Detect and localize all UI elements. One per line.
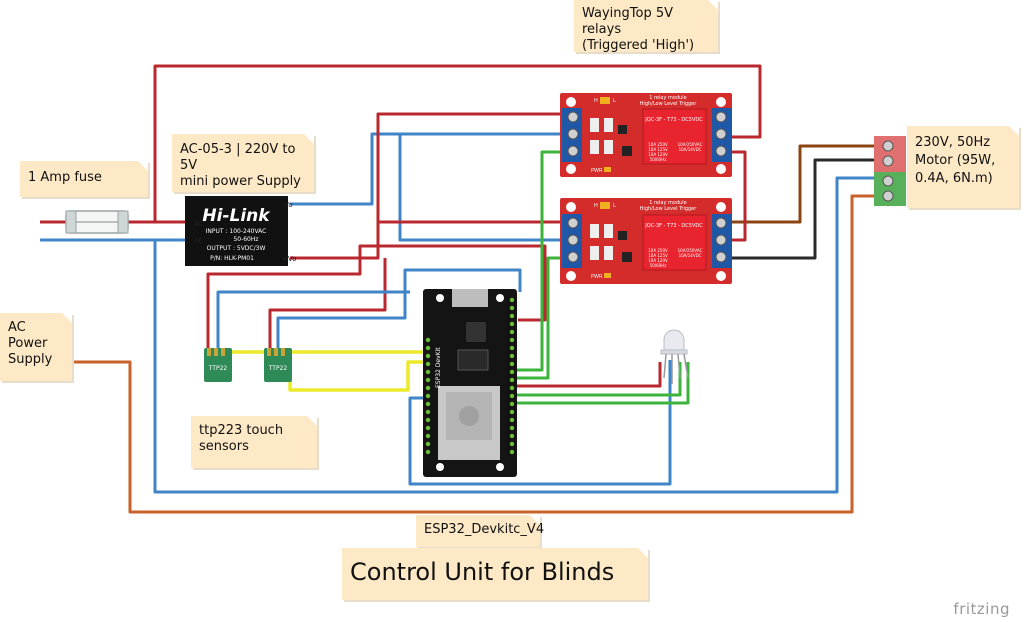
motor-terminal-block [874, 136, 906, 206]
wire-blue-neutral [153, 176, 876, 494]
wire-red-esp [206, 244, 547, 350]
relay1-rating-l3: 50/60Hz [650, 157, 667, 162]
wire-red-relay-com [731, 150, 747, 242]
note-ac-power: AC Power Supply [0, 313, 72, 381]
pin-vo-minus: -Vo [282, 201, 293, 209]
wire-orange-ac [72, 194, 876, 514]
relay1-rating-r1: 10A/14VDC [679, 147, 702, 152]
relay-module-2: JQC-3F - T73 - DC5VDC 10A 250V 10A 125V … [560, 198, 732, 284]
sensor1-label: TTP22 [208, 365, 228, 372]
relay1-jumper-l: L [613, 98, 616, 104]
hilink-logo: Hi-Link [202, 206, 271, 226]
note-psu: AC-05-3 | 220V to 5V mini power Supply [172, 134, 314, 192]
wire-brown-1 [731, 144, 876, 224]
wire-red-vo-plus [290, 112, 560, 260]
relay2-rating-l0: 10A 250V [648, 248, 668, 253]
relay2-rating-r0: 10A/250VAC [678, 248, 703, 253]
esp32-label: ESP32 DevKit [435, 347, 442, 388]
wire-blue-sensor1 [216, 290, 410, 350]
relay1-pwr: PWR [591, 168, 603, 174]
relay1-header: 1 relay module [649, 95, 687, 101]
wire-blue-sensor2 [276, 268, 522, 350]
relay1-rating-r0: 10A/250VAC [678, 142, 703, 147]
wire-red-led [512, 362, 662, 388]
note-motor: 230V, 50Hz Motor (95W, 0.4A, 6N.m) [907, 126, 1019, 208]
relay2-rating-l1: 10A 125V [648, 253, 668, 258]
hilink-freq: 50-60Hz [233, 236, 258, 243]
wire-blue-relay-gnd [398, 132, 560, 242]
relay2-trigger: High/Low Level Trigger [640, 206, 698, 212]
rgb-led [660, 329, 689, 384]
ttp223-sensor-1: TTP22 [204, 348, 232, 382]
note-touch-sensors: ttp223 touch sensors [191, 416, 317, 468]
relay1-rating-l2: 10A 120V [648, 152, 668, 157]
note-fuse: 1 Amp fuse [20, 161, 148, 197]
wires [40, 64, 876, 514]
hilink-input: INPUT : 100-240VAC [206, 228, 267, 235]
fritzing-watermark: fritzing [953, 600, 1010, 618]
relay2-part: JQC-3F - T73 - DC5VDC [644, 223, 703, 229]
relay2-rating-l2: 10A 120V [648, 258, 668, 263]
relay1-jumper-h: H [594, 98, 598, 104]
ttp223-sensor-2: TTP22 [264, 348, 292, 382]
relay-module-1: JQC-3F - T73 - DC5VDC 10A 250V 10A 125V … [560, 93, 732, 177]
hilink-power-module: Hi-Link INPUT : 100-240VAC 50-60Hz OUTPU… [185, 196, 288, 266]
relay2-header: 1 relay module [649, 200, 687, 206]
pin-vo-plus: +Vo [282, 255, 296, 263]
wire-red-sensor2 [268, 258, 387, 350]
wire-black-motor [731, 158, 876, 260]
relay1-part: JQC-3F - T73 - DC5VDC [644, 117, 703, 123]
relay2-rating-l3: 50/60Hz [650, 263, 667, 268]
pin-ac-2: AC [194, 237, 204, 245]
relay1-rating-l0: 10A 250V [648, 142, 668, 147]
pin-ac-1: AC [194, 220, 204, 228]
note-relays: WayingTop 5V relays (Triggered 'High') [574, 0, 718, 53]
esp32-devkit: ESP32 DevKit [423, 289, 517, 477]
wire-green-relay1 [512, 150, 566, 372]
wire-blue-vo-minus [290, 132, 560, 206]
relay2-jumper-l: L [613, 203, 616, 209]
esp32-left-pins [425, 337, 431, 455]
note-esp32: ESP32_Devkitc_V4 [416, 515, 544, 547]
relay1-trigger: High/Low Level Trigger [640, 101, 698, 107]
relay2-pwr: PWR [591, 274, 603, 280]
relay1-rating-l1: 10A 125V [648, 147, 668, 152]
wire-red-top [153, 64, 762, 222]
relay2-jumper-h: H [594, 203, 598, 209]
page-title: Control Unit for Blinds [342, 548, 648, 600]
relay2-rating-r1: 10A/14VDC [679, 253, 702, 258]
hilink-pn: P/N: HLK-PM01 [210, 255, 254, 262]
wire-green-led2 [512, 362, 690, 405]
hilink-output: OUTPUT : 5VDC/3W [207, 245, 266, 252]
esp32-right-pins [509, 297, 515, 455]
wire-green-relay2 [512, 256, 566, 380]
wire-blue-esp-gnd [408, 360, 672, 486]
sensor2-label: TTP22 [268, 365, 288, 372]
wire-yellow-2 [288, 358, 426, 392]
fuse [65, 210, 129, 234]
